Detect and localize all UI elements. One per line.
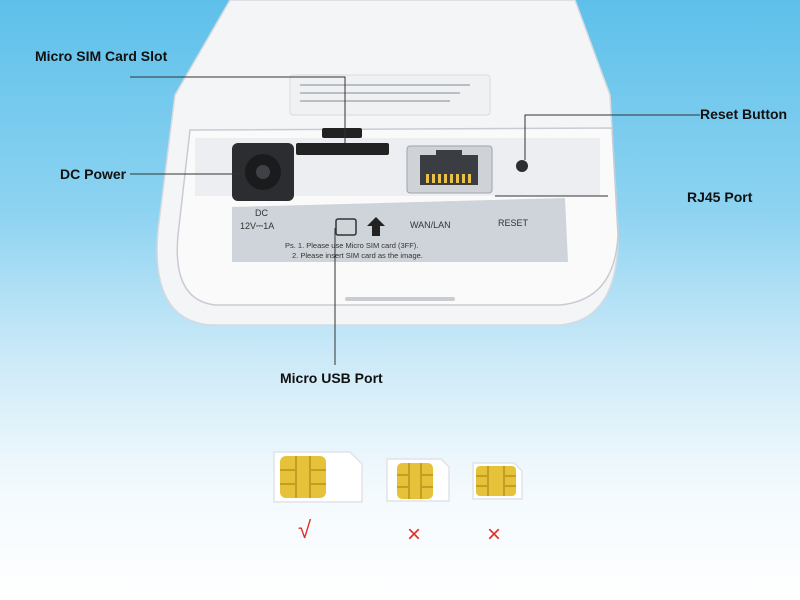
dc-rating-print: 12V⎓1A — [240, 221, 274, 231]
sim-card-standard-icon — [273, 451, 363, 503]
dc-print: DC — [255, 208, 268, 218]
sim-slot-callout-line — [130, 76, 346, 143]
check-mark-icon: √ — [298, 517, 312, 544]
label-reset-button: Reset Button — [700, 106, 788, 122]
label-rj45-port: RJ45 Port — [687, 189, 753, 205]
reset-print: RESET — [498, 218, 529, 228]
sim-card-nano-icon — [472, 462, 523, 500]
label-micro-usb-port: Micro USB Port — [280, 370, 383, 386]
label-dc-power: DC Power — [60, 166, 127, 182]
note-line-1: Ps. 1. Please use Micro SIM card (3FF). — [285, 241, 418, 250]
sim-card-micro-icon — [386, 458, 450, 502]
reset-callout-line — [524, 114, 700, 160]
wan-print: WAN/LAN — [410, 220, 451, 230]
label-micro-sim-slot: Micro SIM Card Slot — [35, 48, 168, 64]
cross-mark-icon: × — [487, 521, 502, 548]
cross-mark-icon: × — [407, 521, 422, 548]
note-line-2: 2. Please insert SIM card as the image. — [292, 251, 423, 260]
